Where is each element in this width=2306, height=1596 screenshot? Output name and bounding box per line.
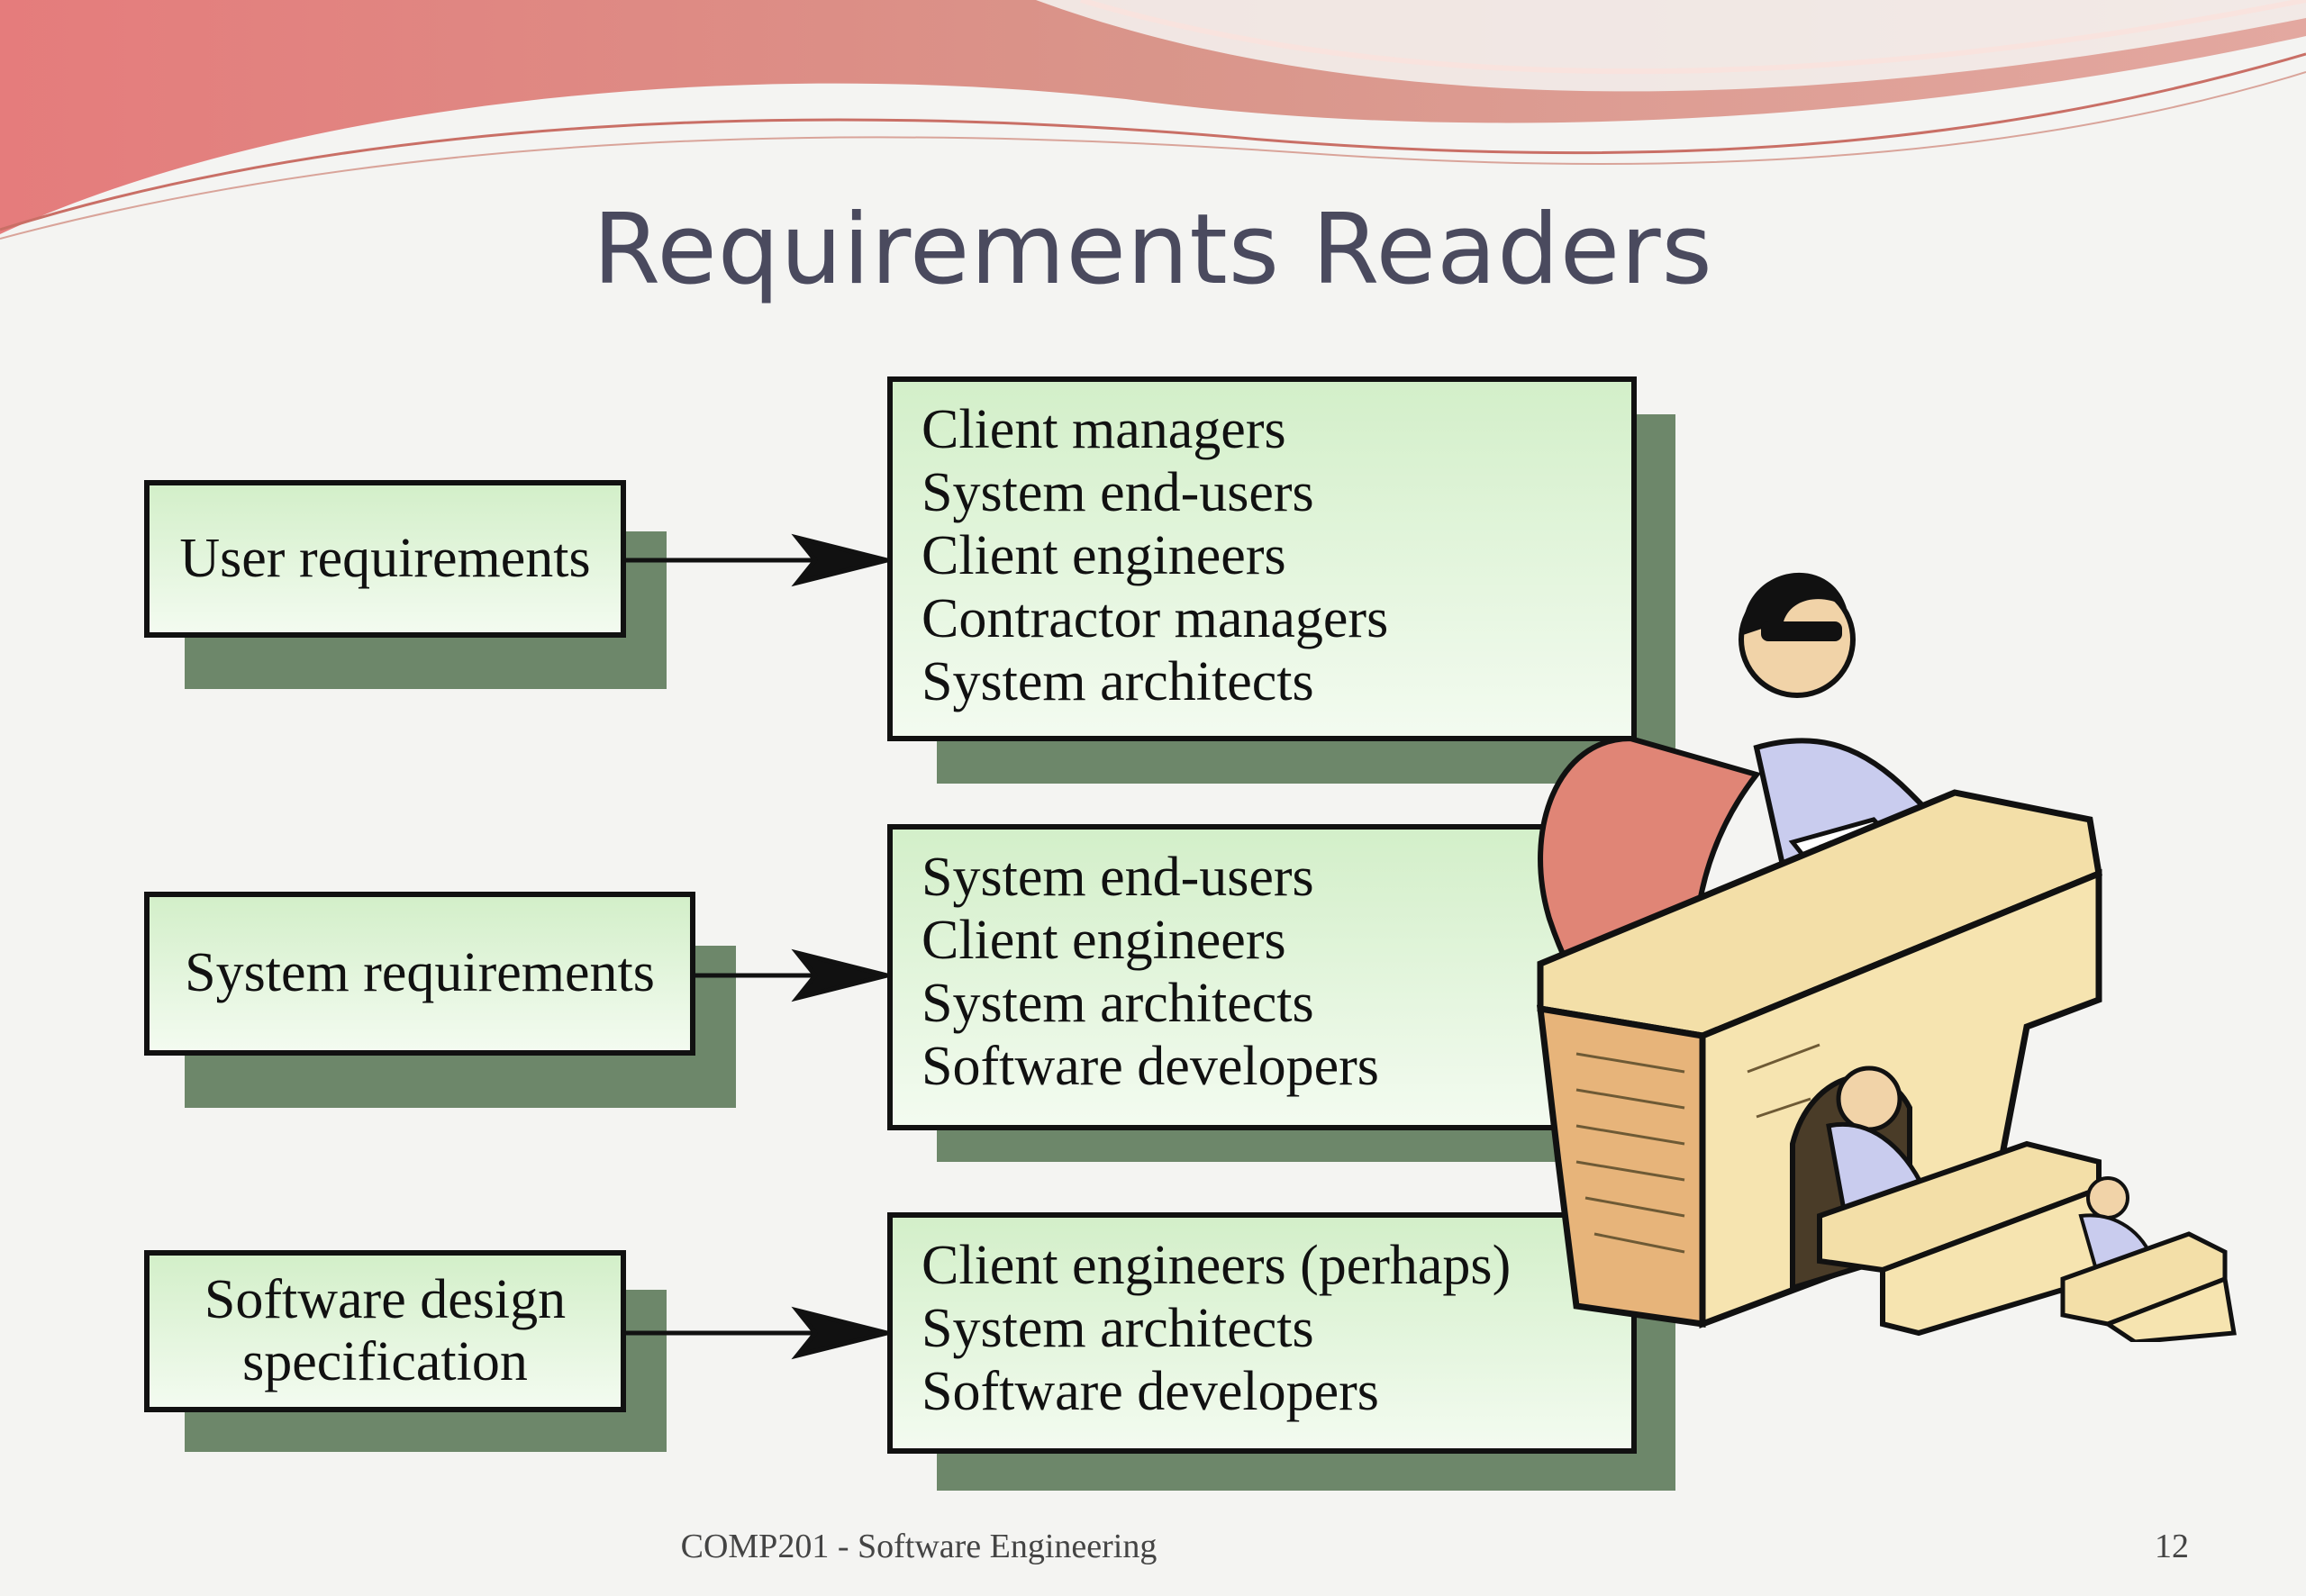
reader-item: Software developers [921, 1036, 1379, 1097]
source-label: User requirements [179, 527, 591, 589]
reader-item: System architects [921, 1298, 1314, 1359]
reader-item: System architects [921, 651, 1314, 712]
source-label: System requirements [185, 942, 655, 1004]
reader-item: Client managers [921, 399, 1286, 460]
reader-item: Client engineers (perhaps) [921, 1235, 1512, 1296]
source-box-system-requirements: System requirements [144, 892, 695, 1056]
readers-box-software-design-specification: Client engineers (perhaps) System archit… [887, 1212, 1637, 1454]
nested-desks-illustration [1536, 572, 2237, 1342]
reader-item: System end-users [921, 847, 1314, 908]
reader-item: System end-users [921, 462, 1314, 523]
source-box-user-requirements: User requirements [144, 480, 626, 638]
reader-item: Software developers [921, 1361, 1379, 1422]
readers-box-system-requirements: System end-users Client engineers System… [887, 824, 1637, 1130]
reader-item: Contractor managers [921, 588, 1389, 649]
source-label: Software design specification [204, 1268, 567, 1392]
page-number: 12 [2155, 1528, 2189, 1565]
slide-title: Requirements Readers [593, 194, 1713, 306]
footer-course: COMP201 - Software Engineering [680, 1528, 1158, 1565]
header-wave-decoration [0, 0, 2306, 240]
source-box-software-design-specification: Software design specification [144, 1250, 626, 1412]
readers-box-user-requirements: Client managers System end-users Client … [887, 376, 1637, 741]
reader-item: System architects [921, 973, 1314, 1034]
reader-item: Client engineers [921, 525, 1286, 586]
reader-item: Client engineers [921, 910, 1286, 971]
